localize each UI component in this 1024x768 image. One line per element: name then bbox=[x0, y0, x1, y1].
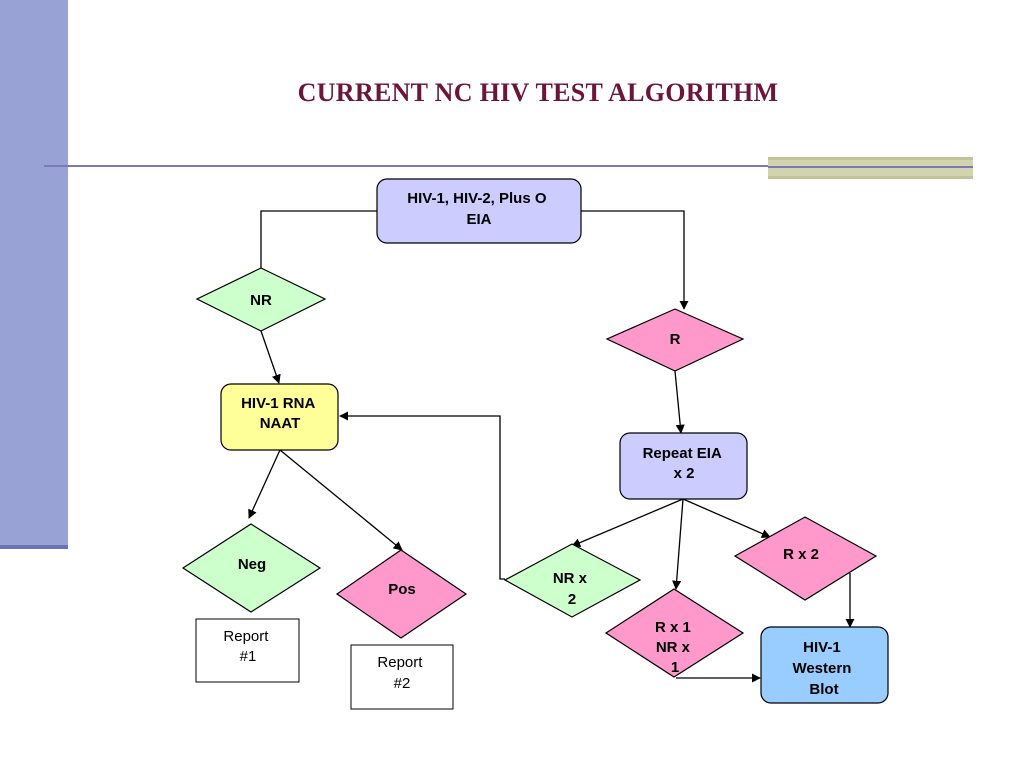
label-repeat: Repeat EIA x 2 bbox=[643, 445, 726, 482]
label-eia-line-1: HIV-1, HIV-2, Plus O bbox=[407, 190, 547, 207]
connector-eia-to-r bbox=[580, 210, 689, 310]
label-report-1: Report #1 bbox=[223, 628, 272, 665]
label-r: R bbox=[670, 331, 681, 348]
label-mixed-line-1: R x 1 bbox=[655, 619, 691, 636]
connector-nr-to-naat bbox=[260, 330, 281, 384]
node-mixed bbox=[604, 588, 745, 678]
label-naat: HIV-1 RNA NAAT bbox=[241, 395, 319, 432]
sidebar-edge bbox=[0, 545, 68, 549]
label-report-2-line-1: Report bbox=[377, 654, 423, 671]
label-neg: Neg bbox=[238, 556, 266, 573]
connector-repeat-to-nrx2 bbox=[571, 498, 684, 547]
connectors bbox=[248, 210, 855, 683]
node-nr bbox=[195, 267, 327, 332]
connector-nrx2-to-naat bbox=[339, 411, 505, 580]
label-eia-line-2: EIA bbox=[466, 211, 491, 228]
node-nrx2 bbox=[503, 543, 642, 618]
label-report-2: Report #2 bbox=[377, 654, 426, 692]
label-mixed: R x 1 NR x 1 bbox=[655, 619, 695, 676]
title-rule bbox=[44, 165, 973, 167]
connector-repeat-to-mixed bbox=[672, 498, 684, 590]
slide-title: CURRENT NC HIV TEST ALGORITHM bbox=[297, 78, 779, 107]
node-repeat bbox=[619, 432, 748, 500]
connector-naat-to-neg bbox=[248, 449, 281, 519]
node-report-1 bbox=[195, 618, 300, 683]
label-nrx2-line-2: 2 bbox=[568, 591, 576, 608]
node-rx2 bbox=[733, 516, 878, 601]
label-mixed-line-2: NR x bbox=[656, 639, 691, 656]
title-rule-accent bbox=[768, 157, 973, 179]
node-report-2 bbox=[350, 644, 454, 710]
connector-naat-to-pos bbox=[279, 449, 403, 551]
label-report-1-line-1: Report bbox=[223, 628, 269, 645]
label-nrx2-line-1: NR x bbox=[553, 570, 588, 587]
label-naat-line-2: NAAT bbox=[260, 415, 301, 432]
connector-r-to-repeat bbox=[674, 370, 685, 434]
label-nrx2: NR x 2 bbox=[553, 570, 591, 608]
connector-eia-to-nr bbox=[260, 210, 377, 270]
label-mixed-line-3: 1 bbox=[671, 659, 679, 676]
label-wb-line-3: Blot bbox=[809, 681, 838, 698]
label-western-blot: HIV-1 Western Blot bbox=[792, 639, 855, 698]
label-wb-line-2: Western bbox=[792, 660, 851, 677]
node-western-blot bbox=[760, 626, 889, 704]
label-report-2-line-2: #2 bbox=[394, 675, 411, 692]
node-eia bbox=[376, 178, 582, 244]
node-r bbox=[605, 308, 745, 372]
connector-repeat-to-rx2 bbox=[682, 498, 771, 538]
node-neg bbox=[181, 523, 322, 613]
label-pos: Pos bbox=[388, 581, 416, 598]
node-naat bbox=[220, 383, 339, 451]
label-nr: NR bbox=[250, 292, 272, 309]
label-repeat-line-2: x 2 bbox=[674, 465, 695, 482]
label-eia: HIV-1, HIV-2, Plus O EIA bbox=[407, 190, 550, 228]
label-repeat-line-1: Repeat EIA bbox=[643, 445, 722, 462]
label-wb-line-1: HIV-1 bbox=[803, 639, 841, 656]
label-rx2: R x 2 bbox=[783, 546, 819, 563]
sidebar-band bbox=[0, 0, 68, 546]
label-naat-line-1: HIV-1 RNA bbox=[241, 395, 315, 412]
label-report-1-line-2: #1 bbox=[240, 648, 257, 665]
node-pos bbox=[335, 549, 468, 639]
